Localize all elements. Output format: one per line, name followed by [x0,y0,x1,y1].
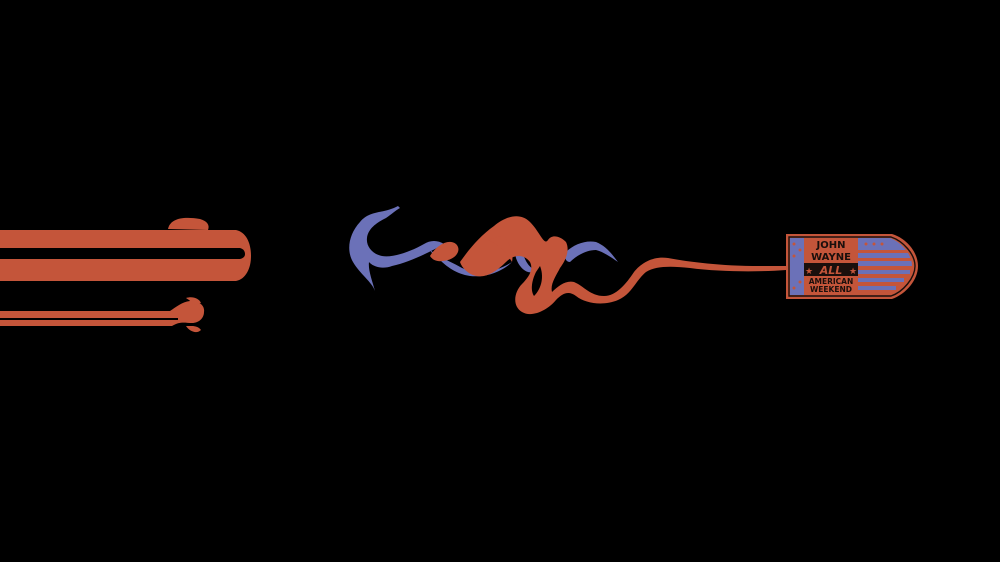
badge-text-weekend: WEEKEND [810,285,852,294]
badge-text-american: AMERICAN [809,277,854,286]
smoke-orange-wisp-3 [488,236,513,262]
badge-stripes [858,250,911,290]
barrel-front-sight [168,217,209,230]
smoke-trail [349,206,786,315]
badge-text-all: ALL [819,264,843,277]
badge-all-banner [804,263,858,276]
revolver-barrel [0,217,251,333]
badge-star-right: ★ [849,267,857,277]
badge-blue-field-left [790,238,804,295]
badge-inner-border [788,236,916,297]
smoke-blue-wisp-4 [565,241,618,262]
barrel-stripe [0,248,245,259]
barrel-ring [186,326,201,333]
smoke-orange-wisp-4 [584,254,614,284]
badge-text-wayne: WAYNE [811,252,851,263]
smoke-blue-wisp-1 [349,206,444,291]
smoke-orange-wisp-2 [460,216,786,315]
badge-text-john: JOHN [816,240,846,251]
smoke-orange-wisp-1 [430,241,459,262]
badge-star-dots [792,242,884,290]
barrel-hook [186,297,201,305]
barrel-rod-line [0,318,178,320]
smoke-orange-wisp-5 [531,266,542,296]
barrel-lower-rod [0,301,205,326]
badge-star-left: ★ [805,267,813,277]
bullet-badge: JOHN WAYNE ★ ALL ★ AMERICAN WEEKEND [786,234,918,299]
